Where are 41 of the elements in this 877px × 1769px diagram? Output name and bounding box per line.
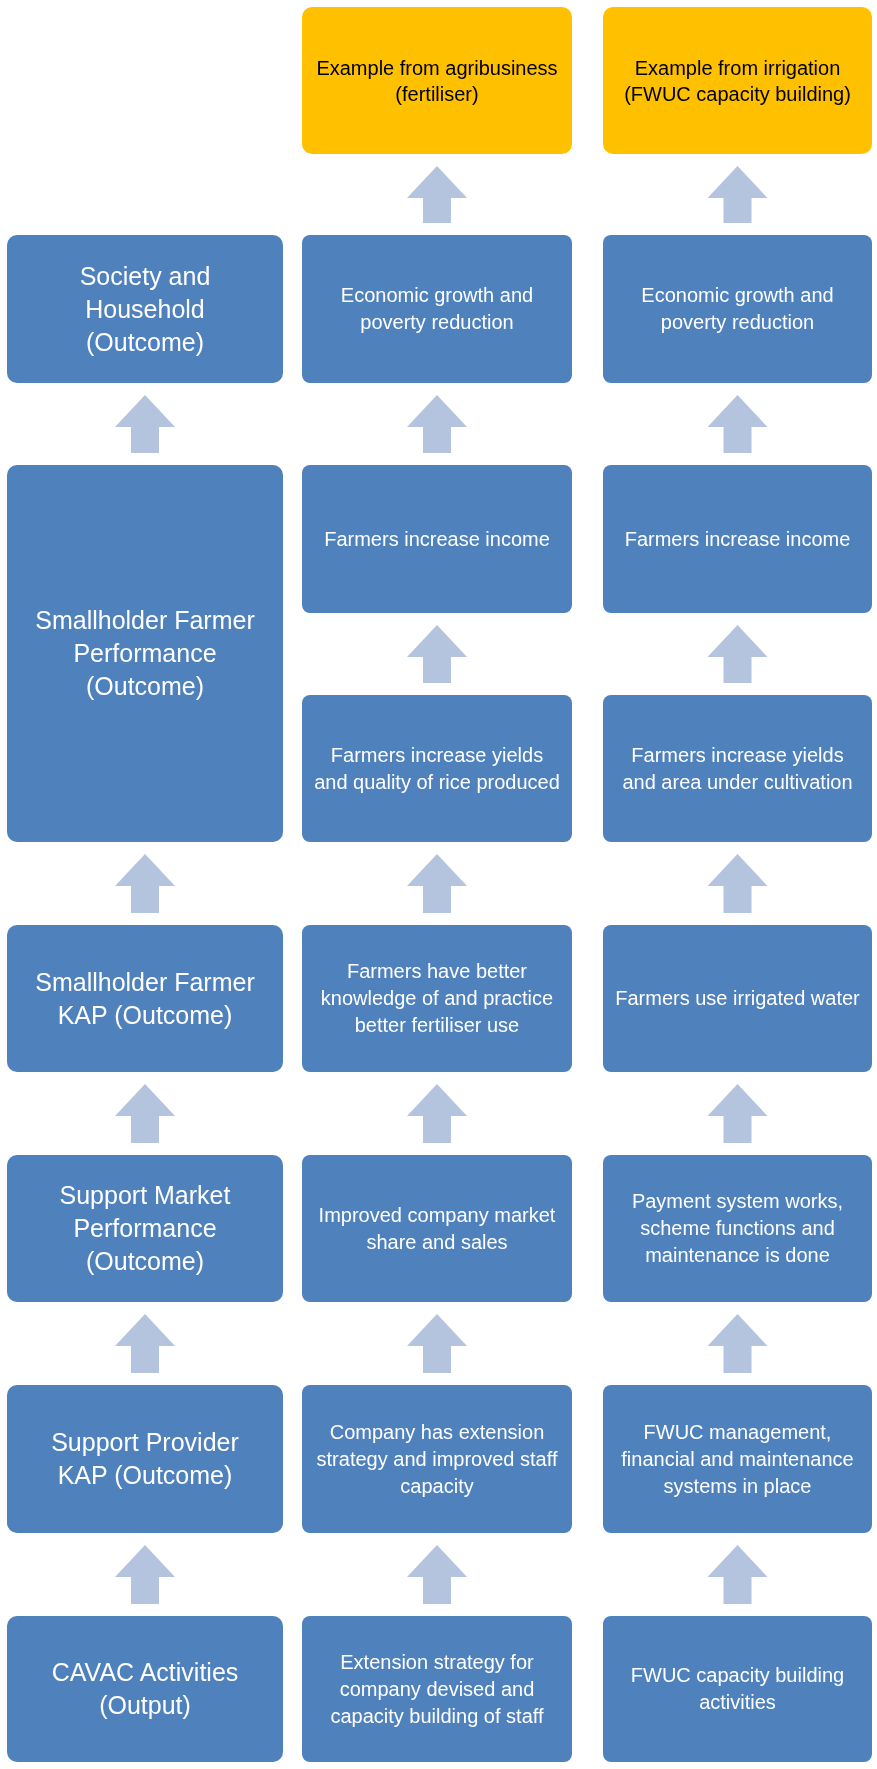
outcome-box: Farmers increase yields and quality of rice produced	[302, 695, 572, 842]
block-arrow	[407, 1084, 467, 1143]
outcome-box: Farmers increase income	[302, 465, 572, 613]
example-header-box: Example from agribusiness (fertiliser)	[302, 7, 572, 154]
block-arrow	[115, 1314, 175, 1373]
block-arrow	[115, 854, 175, 913]
outcome-box: Farmers increase income	[603, 465, 872, 613]
block-arrow	[407, 1314, 467, 1373]
block-arrow	[407, 854, 467, 913]
block-arrow	[707, 1314, 768, 1373]
outcome-box: Payment system works, scheme functions and maintenance is done	[603, 1155, 872, 1302]
outcome-box: Farmers increase yields and area under cultivation	[603, 695, 872, 842]
block-arrow	[407, 166, 467, 223]
block-arrow	[407, 395, 467, 453]
block-arrow	[707, 166, 768, 223]
block-arrow	[115, 1084, 175, 1143]
outcome-box: CAVAC Activities (Output)	[7, 1616, 283, 1762]
outcome-box: Support Provider KAP (Outcome)	[7, 1385, 283, 1533]
outcome-box: Smallholder Farmer KAP (Outcome)	[7, 925, 283, 1072]
outcome-box: FWUC management, financial and maintenance systems in place	[603, 1385, 872, 1533]
outcome-box: Economic growth and poverty reduction	[302, 235, 572, 383]
outcome-box: FWUC capacity building activities	[603, 1616, 872, 1762]
outcome-box: Extension strategy for company devised and capacity building of staff	[302, 1616, 572, 1762]
outcome-box: Farmers have better knowledge of and practice better fertiliser use	[302, 925, 572, 1072]
block-arrow	[707, 1084, 768, 1143]
example-header-box: Example from irrigation (FWUC capacity building)	[603, 7, 872, 154]
outcome-box: Support Market Performance (Outcome)	[7, 1155, 283, 1302]
block-arrow	[407, 1545, 467, 1604]
block-arrow	[707, 1545, 768, 1604]
outcome-box: Smallholder Farmer Performance (Outcome)	[7, 465, 283, 842]
block-arrow	[115, 1545, 175, 1604]
outcome-box: Society and Household (Outcome)	[7, 235, 283, 383]
outcome-box: Farmers use irrigated water	[603, 925, 872, 1072]
block-arrow	[707, 395, 768, 453]
block-arrow	[707, 854, 768, 913]
outcome-box: Company has extension strategy and improved staff capacity	[302, 1385, 572, 1533]
block-arrow	[707, 625, 768, 683]
block-arrow	[115, 395, 175, 453]
block-arrow	[407, 625, 467, 683]
outcome-box: Economic growth and poverty reduction	[603, 235, 872, 383]
outcome-box: Improved company market share and sales	[302, 1155, 572, 1302]
